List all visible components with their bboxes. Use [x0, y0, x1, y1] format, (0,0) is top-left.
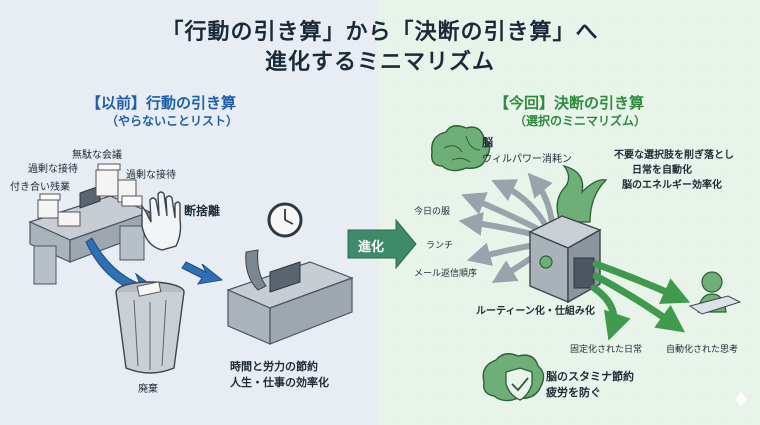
brain-icon-top: [431, 125, 491, 172]
label-muda-kaigi: 無駄な会議: [72, 150, 122, 161]
label-routine: ルーティーン化・仕組み化: [476, 306, 595, 317]
title-line-2: 進化するミニマリズム: [264, 50, 495, 75]
clock-icon: [267, 202, 303, 238]
label-kajou-settai-2: 過剰な接待: [126, 170, 176, 181]
label-lunch: ランチ: [426, 241, 454, 251]
label-kajou-settai-1: 過剰な接待: [28, 164, 78, 175]
label-auto-1: 不要な選択肢を削ぎ落とし: [614, 150, 734, 161]
person-at-desk-icon: [688, 271, 742, 315]
label-stamina-2: 疲労を防ぐ: [546, 386, 601, 399]
right-subheading: （選択のミニマリズム）: [514, 114, 647, 128]
label-brain: 脳: [482, 136, 493, 149]
label-haiki: 廃棄: [138, 384, 158, 395]
right-heading: 【今回】決断の引き算: [494, 94, 645, 112]
left-heading: 【以前】行動の引き算: [86, 94, 237, 112]
label-stamina-1: 脳のスタミナ節約: [546, 370, 634, 383]
label-kyou-no-fuku: 今日の服: [414, 207, 451, 217]
label-mail: メール返信順序: [414, 269, 478, 279]
green-energy-flame: [556, 164, 608, 223]
evolution-arrow: [347, 218, 417, 270]
stop-hand-icon: [141, 191, 182, 251]
label-jidou-shikou: 自動化された思考: [666, 345, 739, 355]
label-saving-2: 人生・仕事の効率化: [230, 376, 329, 389]
evolution-label: 進化: [358, 240, 385, 255]
trash-can-icon: [115, 281, 185, 374]
routine-output-arrows: [590, 260, 691, 341]
sparkle-icon: [735, 392, 747, 406]
title-line-1: 「行動の引き算」から「決断の引き算」へ: [161, 20, 599, 45]
label-kotei: 固定化された日常: [570, 345, 643, 355]
clean-desk-icon: [226, 249, 354, 345]
brain-shield-icon: [482, 353, 545, 402]
left-subheading: （やらないことリスト）: [106, 114, 239, 128]
label-willpower: ウィルパワー消耗ン: [482, 154, 572, 165]
to-clean-desk-arrow: [181, 261, 224, 285]
label-auto-3: 脳のエネルギー効率化: [622, 180, 722, 191]
label-saving-1: 時間と労力の節約: [230, 360, 318, 373]
filter-machine-icon: [528, 215, 602, 304]
label-auto-2: 日常を自動化: [632, 165, 692, 176]
label-tsukiai-zangyou: 付き合い残業: [10, 182, 70, 193]
label-danshari: 断捨離: [184, 204, 221, 218]
